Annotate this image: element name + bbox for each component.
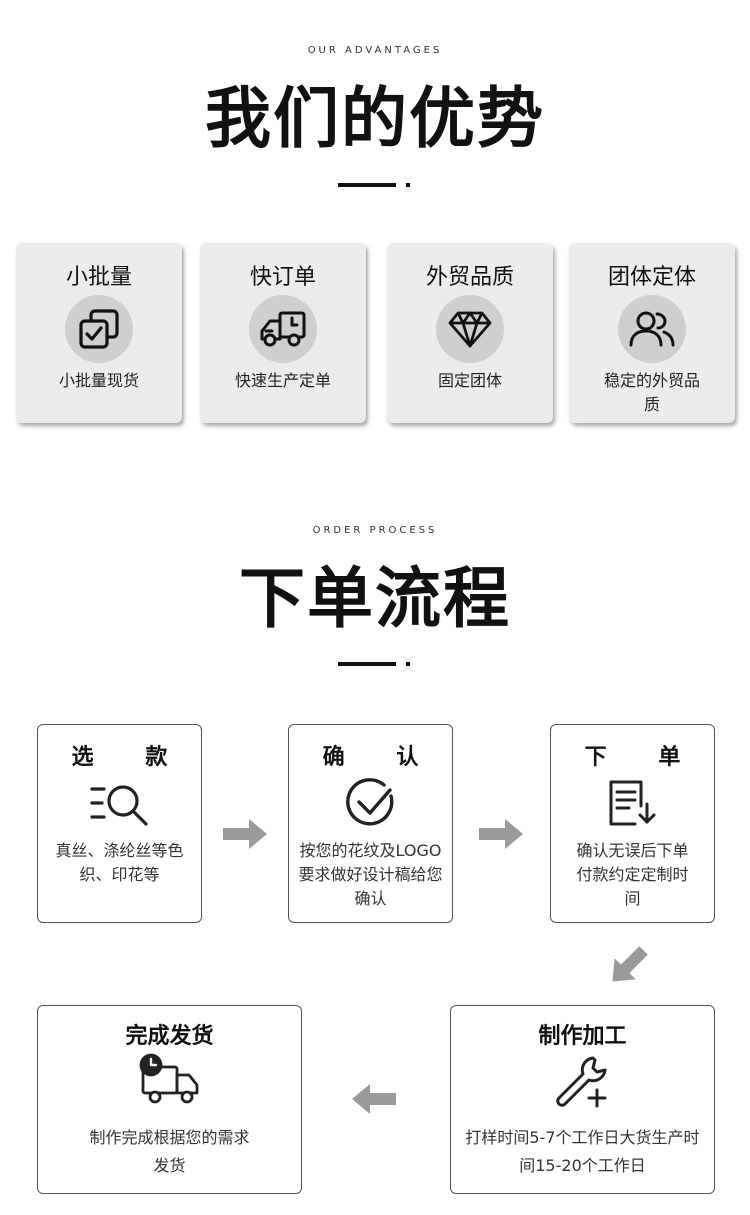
advantage-card-desc: 固定团体 bbox=[437, 371, 502, 390]
check-circle-icon bbox=[338, 775, 404, 831]
process-step-desc: 打样时间5-7个工作日大货生产时间15-20个工作日 bbox=[465, 1128, 700, 1175]
search-list-icon bbox=[87, 775, 153, 831]
process-step-title: 选 款 bbox=[71, 745, 190, 770]
arrow-right-icon bbox=[476, 814, 526, 854]
advantage-card-export-quality: 外贸品质 固定团体 bbox=[387, 243, 553, 423]
users-icon bbox=[618, 295, 686, 363]
diamond-icon bbox=[436, 295, 504, 363]
title-underline-dot bbox=[406, 183, 410, 187]
advantage-card-desc: 稳定的外贸品质 bbox=[603, 371, 700, 414]
order-document-icon bbox=[600, 775, 666, 831]
process-step-select: 选 款 真丝、涤纶丝等色织、印花等 bbox=[37, 724, 202, 923]
advantage-card-group-custom: 团体定体 稳定的外贸品质 bbox=[569, 243, 735, 423]
process-step-desc: 制作完成根据您的需求发货 bbox=[89, 1128, 250, 1175]
advantages-title: 我们的优势 bbox=[205, 80, 545, 157]
process-step-title: 制作加工 bbox=[538, 1024, 627, 1049]
process-step-production: 制作加工 打样时间5-7个工作日大货生产时间15-20个工作日 bbox=[450, 1005, 715, 1194]
delivery-truck-icon bbox=[249, 295, 317, 363]
title-underline bbox=[338, 662, 396, 666]
advantage-card-title: 团体定体 bbox=[607, 265, 696, 290]
process-step-delivery: 完成发货 制作完成根据您的需求发货 bbox=[37, 1005, 302, 1194]
arrow-left-icon bbox=[348, 1080, 400, 1118]
copy-check-icon bbox=[65, 295, 133, 363]
advantage-card-desc: 小批量现货 bbox=[58, 371, 139, 390]
advantage-card-title: 快订单 bbox=[249, 265, 316, 290]
arrow-right-icon bbox=[220, 814, 270, 854]
process-step-desc: 真丝、涤纶丝等色织、印花等 bbox=[55, 841, 184, 884]
process-step-title: 确 认 bbox=[322, 745, 441, 770]
title-underline-dot bbox=[406, 662, 410, 666]
process-step-desc: 确认无误后下单付款约定定制时间 bbox=[576, 841, 689, 908]
process-step-confirm: 确 认 按您的花纹及LOGO要求做好设计稿给您确认 bbox=[288, 724, 453, 923]
process-eyebrow: ORDER PROCESS bbox=[312, 525, 438, 536]
title-underline bbox=[338, 183, 396, 187]
wrench-plus-icon bbox=[550, 1054, 616, 1110]
process-step-title: 下 单 bbox=[584, 745, 703, 770]
process-step-place-order: 下 单 确认无误后下单付款约定定制时间 bbox=[550, 724, 715, 923]
arrow-down-left-icon bbox=[600, 944, 656, 988]
advantage-card-title: 外贸品质 bbox=[425, 265, 514, 290]
process-step-title: 完成发货 bbox=[125, 1024, 214, 1049]
advantage-card-desc: 快速生产定单 bbox=[234, 371, 331, 390]
advantage-card-fast-order: 快订单 快速生产定单 bbox=[200, 243, 366, 423]
advantage-card-title: 小批量 bbox=[65, 265, 132, 290]
process-title: 下单流程 bbox=[239, 560, 511, 637]
process-step-desc: 按您的花纹及LOGO要求做好设计稿给您确认 bbox=[298, 841, 443, 908]
advantage-card-small-batch: 小批量 小批量现货 bbox=[16, 243, 182, 423]
truck-clock-icon bbox=[137, 1052, 203, 1108]
advantages-eyebrow: OUR ADVANTAGES bbox=[307, 45, 443, 56]
